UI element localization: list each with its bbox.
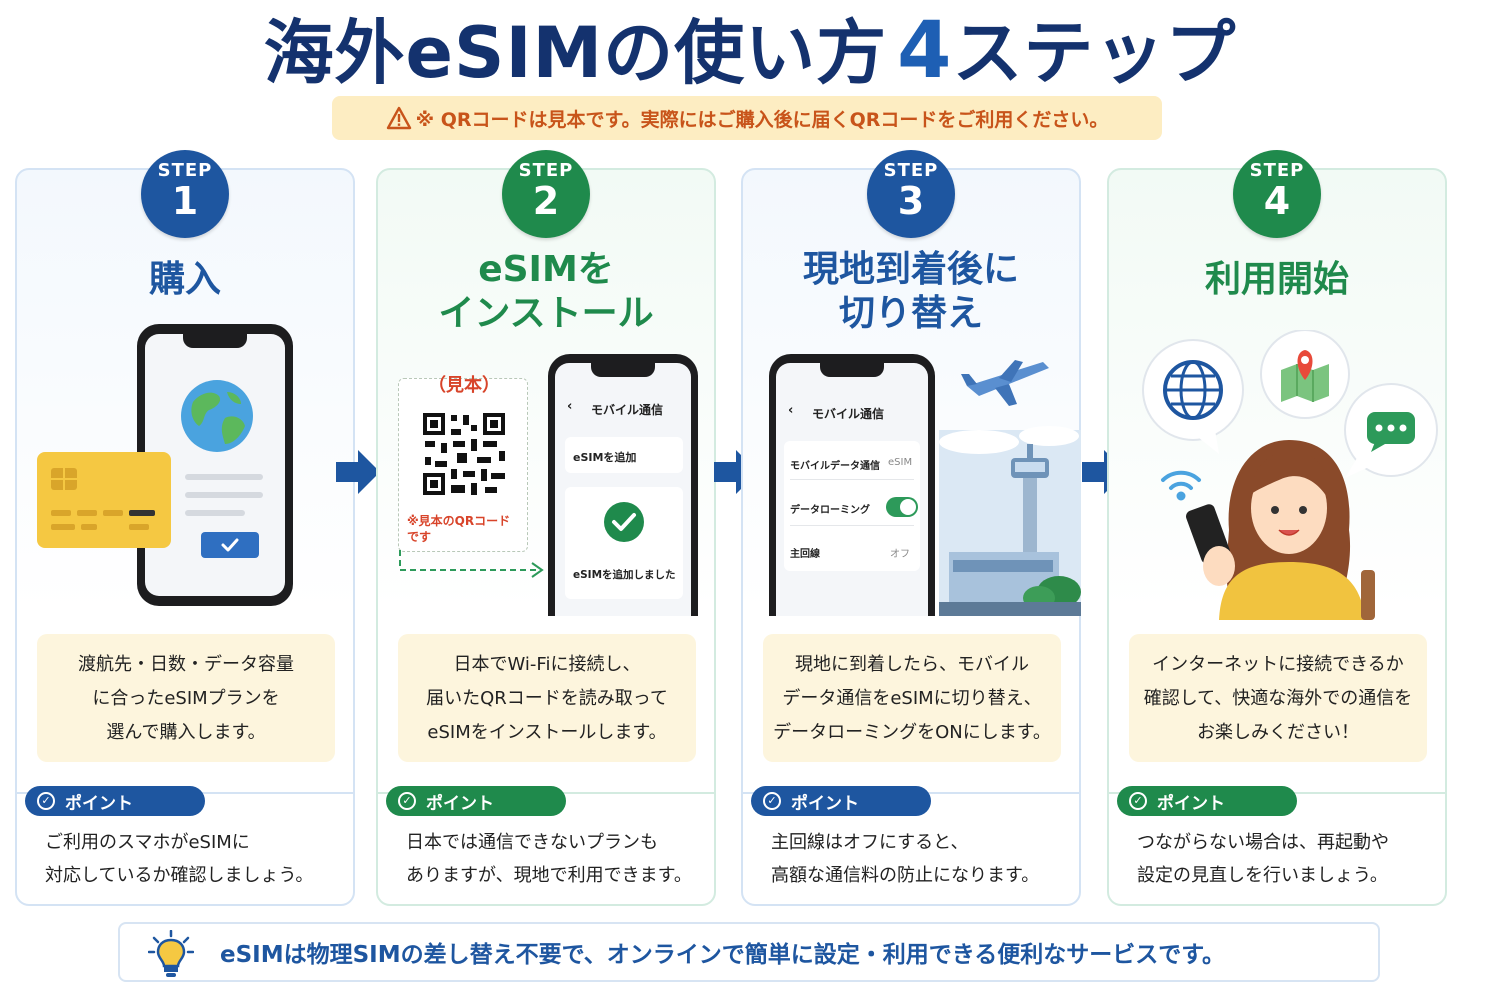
esim-added-message: eSIMを追加しました <box>573 569 676 581</box>
credit-card-icon <box>37 452 171 548</box>
check-circle-icon: ✓ <box>398 792 416 810</box>
step-1-title: 購入 <box>148 259 221 300</box>
footer-tip: eSIMは物理SIMの差し替え不要で、オンラインで簡単に設定・利用できる便利なサ… <box>118 922 1380 982</box>
airplane-icon <box>961 360 1049 406</box>
check-circle-icon: ✓ <box>37 792 55 810</box>
step-4-description: インターネットに接続できるか確認して、快適な海外での通信をお楽しみください！ <box>1129 634 1427 762</box>
success-check-icon <box>604 502 644 542</box>
step-3-title: 現地到着後に切り替え <box>802 249 1019 334</box>
step-3-description: 現地に到着したら、モバイルデータ通信をeSIMに切り替え、データローミングをON… <box>763 634 1061 762</box>
step-2-phone: ‹ モバイル通信 eSIMを追加 eSIMを追加しました <box>548 354 698 616</box>
qr-code-icon <box>421 411 507 497</box>
step-1-description: 渡航先・日数・データ容量に合ったeSIMプランを選んで購入します。 <box>37 634 335 762</box>
add-esim-row: eSIMを追加 <box>573 451 637 464</box>
map-pin-bubble-icon <box>1260 330 1350 419</box>
check-circle-icon: ✓ <box>1129 792 1147 810</box>
globe-icon <box>181 380 253 452</box>
wifi-icon <box>1161 470 1201 501</box>
step-1-point-label: ✓ポイント <box>25 786 205 816</box>
step-4-point-text: つながらない場合は、再起動や設定の見直しを行いましょう。 <box>1137 832 1389 886</box>
woman-with-phone <box>1186 440 1375 620</box>
step-3-phone: ‹ モバイル通信 モバイルデータ通信 eSIM データローミング 主回線 オフ <box>769 354 935 616</box>
check-circle-icon: ✓ <box>763 792 781 810</box>
sample-qr-note: ※見本のQRコードです <box>407 514 511 544</box>
step-2-point-label: ✓ポイント <box>386 786 566 816</box>
step-4-point-label: ✓ポイント <box>1117 786 1297 816</box>
footer-tip-text: eSIMは物理SIMの差し替え不要で、オンラインで簡単に設定・利用できる便利なサ… <box>220 942 1225 968</box>
warning-triangle-icon <box>386 106 411 130</box>
primary-line-row: 主回線 <box>790 549 820 560</box>
step-2-title: eSIMをインストール <box>438 249 654 334</box>
data-roaming-toggle <box>886 497 918 517</box>
step-1-phone <box>137 324 293 606</box>
chat-bubble-icon <box>1344 383 1438 478</box>
step-3-point-label: ✓ポイント <box>751 786 931 816</box>
lightbulb-icon <box>148 930 194 977</box>
globe-bubble-icon <box>1142 339 1244 454</box>
online-user-illustration <box>1142 330 1438 620</box>
data-roaming-row: データローミング <box>790 505 870 516</box>
sample-notice: ※ QRコードは見本です。実際にはご購入後に届くQRコードをご利用ください。 <box>332 96 1162 140</box>
sample-qr-card: （見本） ※見本のQRコードです <box>398 375 528 552</box>
arrow-right-icon <box>336 450 380 494</box>
airport-scene <box>939 360 1081 616</box>
notice-text: ※ QRコードは見本です。実際にはご購入後に届くQRコードをご利用ください。 <box>415 108 1109 131</box>
step-2-point-text: 日本では通信できないプランもありますが、現地で利用できます。 <box>406 832 692 886</box>
confirm-check-button <box>201 532 259 558</box>
step-3-point-text: 主回線はオフにすると、高額な通信料の防止になります。 <box>771 832 1040 886</box>
step-1-point-text: ご利用のスマホがeSIMに対応しているか確認しましょう。 <box>45 832 314 886</box>
step-4-title: 利用開始 <box>1204 259 1349 300</box>
mobile-data-row: モバイルデータ通信 <box>790 461 880 472</box>
